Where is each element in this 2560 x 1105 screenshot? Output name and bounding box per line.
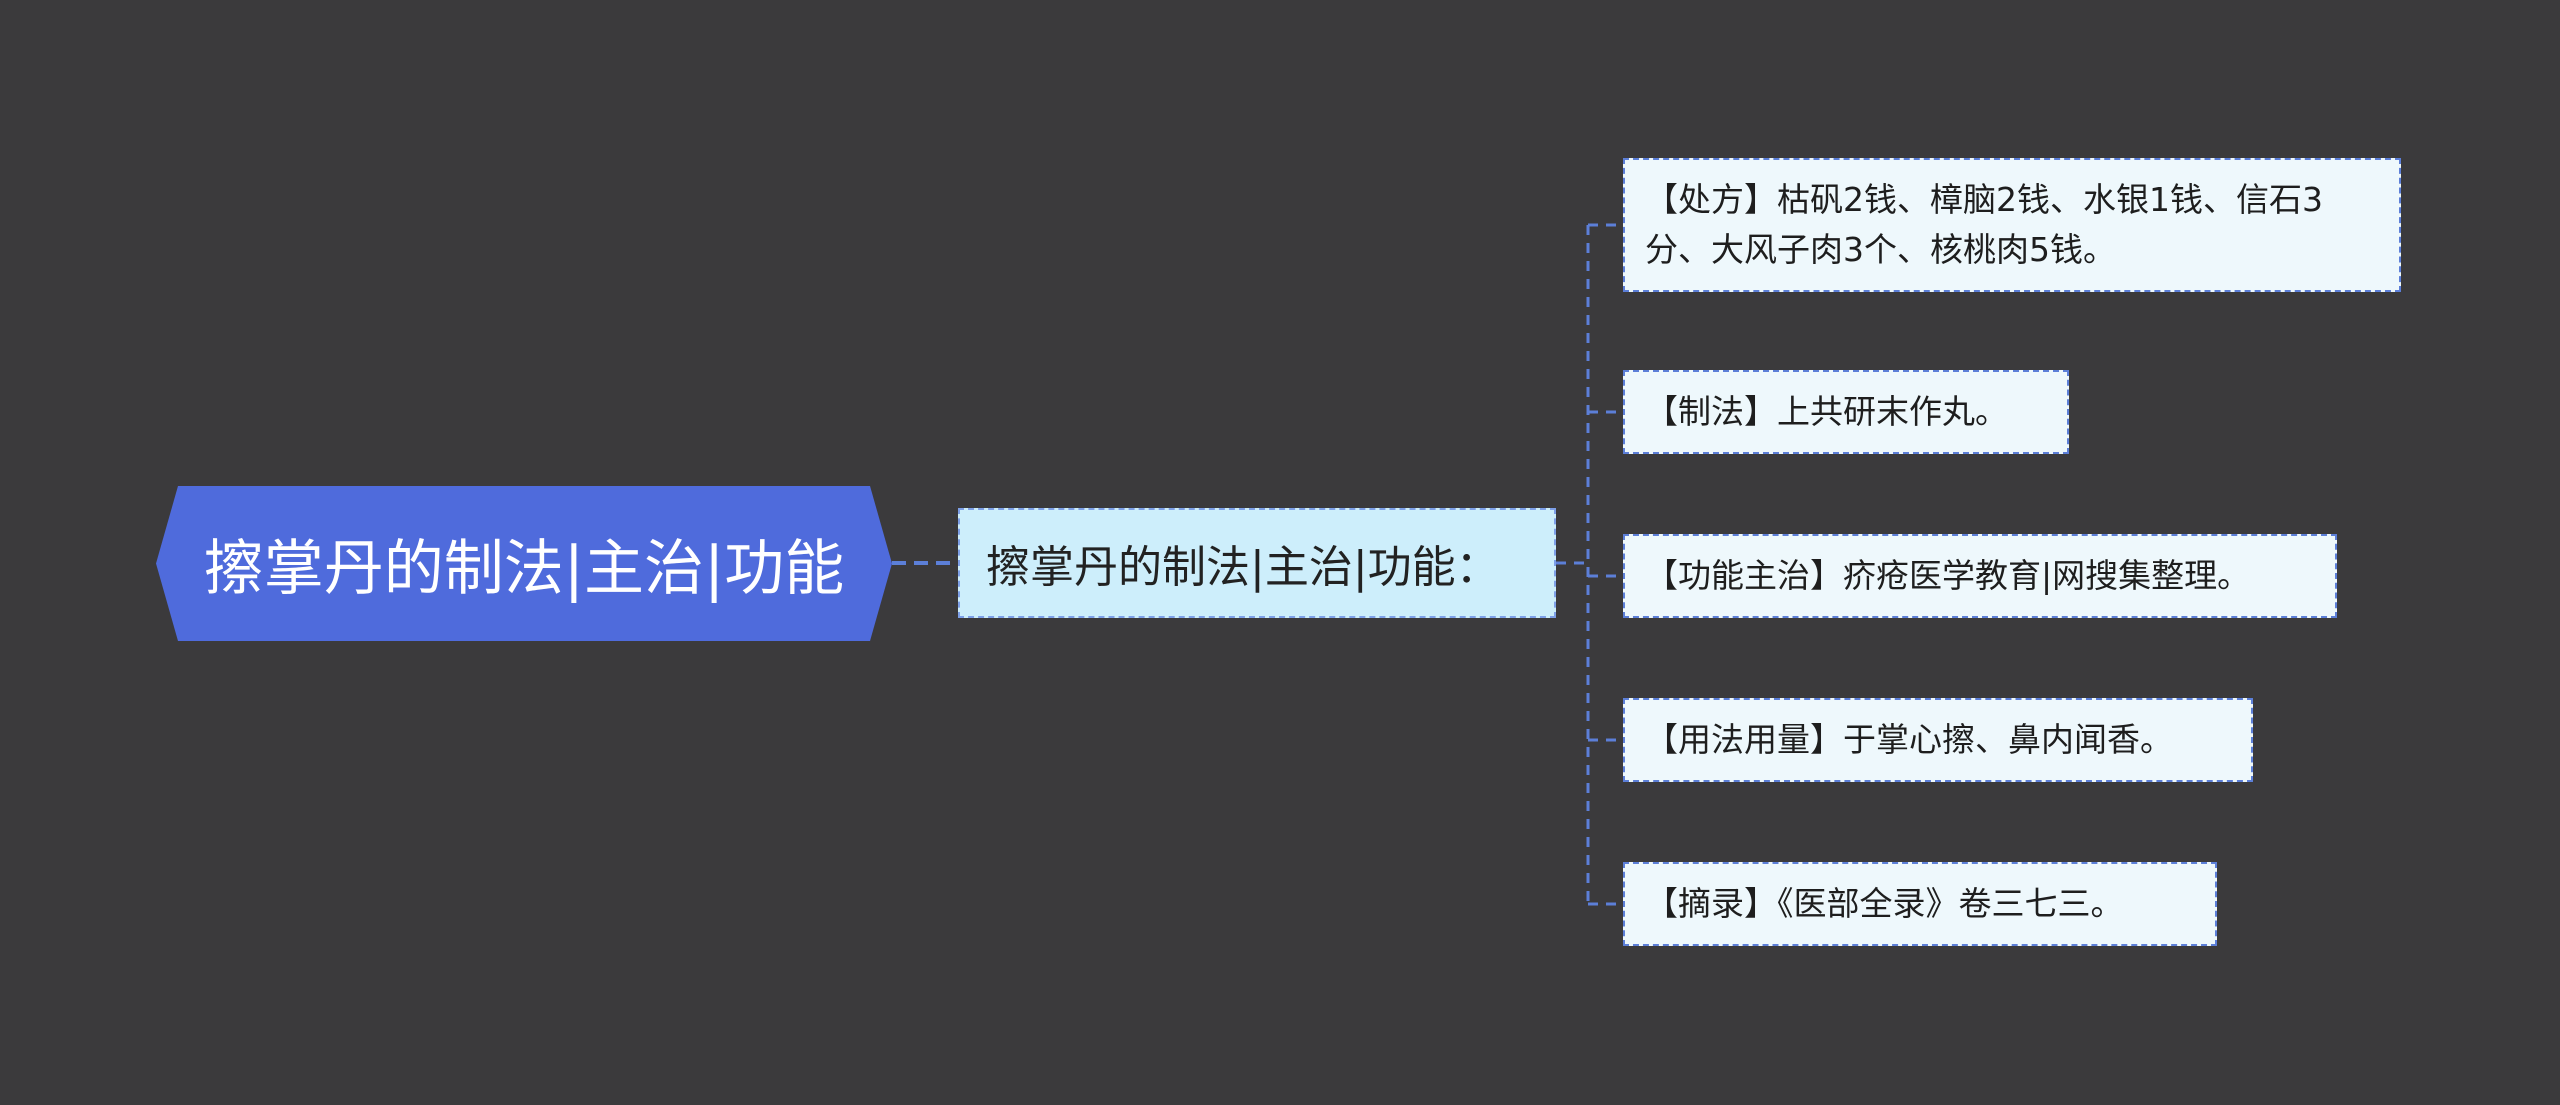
leaf-node-indications[interactable]: 【功能主治】疥疮医学教育|网搜集整理。 <box>1623 534 2337 618</box>
leaf-label: 【处方】枯矾2钱、樟脑2钱、水银1钱、信石3分、大风子肉3个、核桃肉5钱。 <box>1645 180 2323 269</box>
leaf-node-prescription[interactable]: 【处方】枯矾2钱、樟脑2钱、水银1钱、信石3分、大风子肉3个、核桃肉5钱。 <box>1623 158 2401 292</box>
leaf-label: 【用法用量】于掌心擦、鼻内闻香。 <box>1645 720 2173 759</box>
root-node[interactable]: 擦掌丹的制法|主治|功能 <box>156 486 892 641</box>
root-node-label: 擦掌丹的制法|主治|功能 <box>203 534 845 604</box>
leaf-label: 【制法】上共研末作丸。 <box>1645 392 2008 431</box>
leaf-node-source[interactable]: 【摘录】《医部全录》卷三七三。 <box>1623 862 2217 946</box>
leaf-label: 【功能主治】疥疮医学教育|网搜集整理。 <box>1645 556 2251 595</box>
leaf-label: 【摘录】《医部全录》卷三七三。 <box>1645 884 2124 923</box>
topic-node[interactable]: 擦掌丹的制法|主治|功能： <box>958 508 1556 618</box>
leaf-node-usage[interactable]: 【用法用量】于掌心擦、鼻内闻香。 <box>1623 698 2253 782</box>
topic-node-label: 擦掌丹的制法|主治|功能： <box>986 542 1500 593</box>
leaf-node-preparation[interactable]: 【制法】上共研末作丸。 <box>1623 370 2069 454</box>
